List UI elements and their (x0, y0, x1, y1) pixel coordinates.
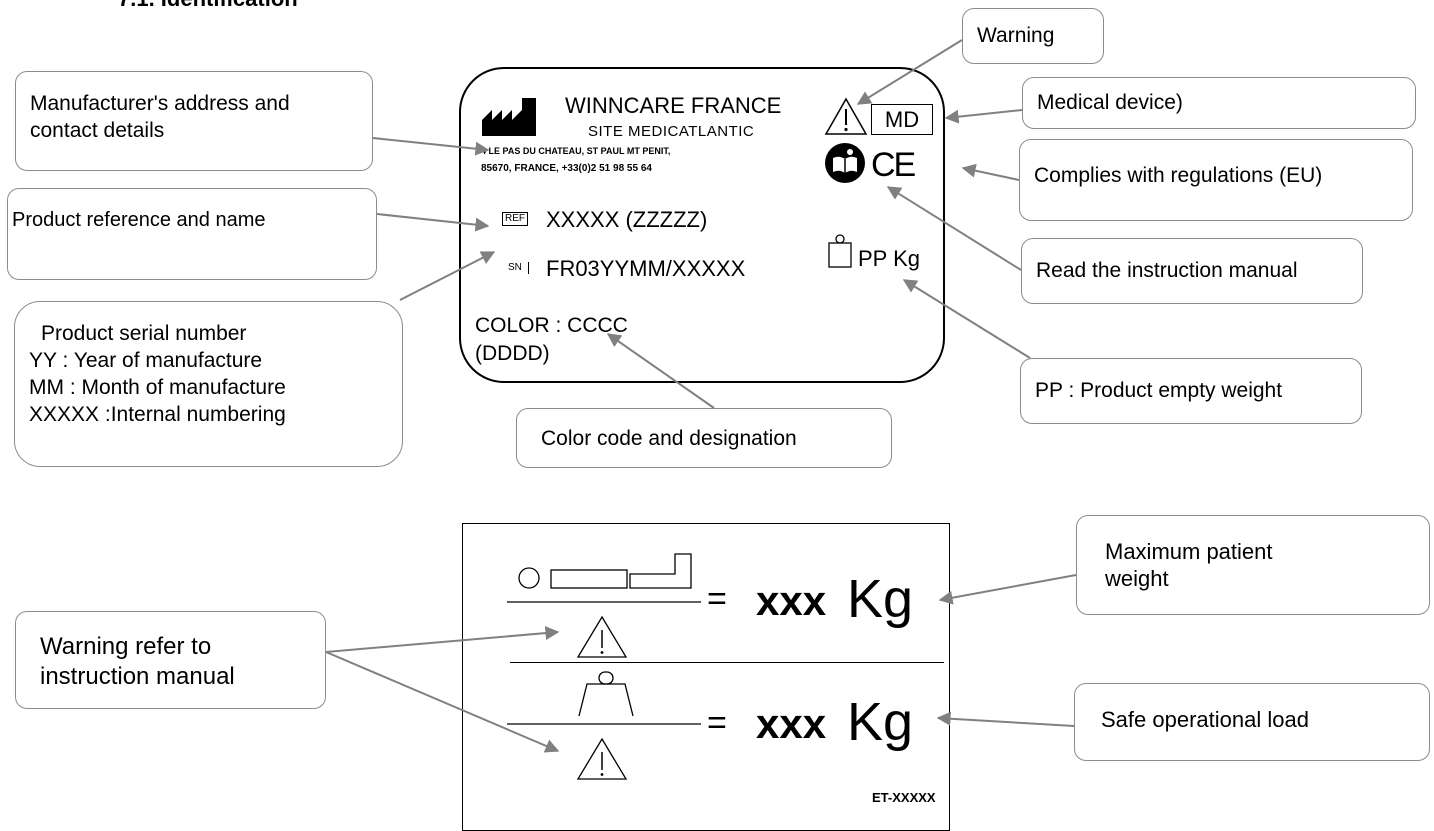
max-weight-unit: Kg (847, 569, 914, 629)
patient-weight-symbol (507, 553, 701, 603)
callout-read-manual: Read the instruction manual (1021, 238, 1363, 304)
ref-symbol: REF (502, 212, 528, 226)
warning-triangle-icon (576, 737, 628, 780)
arrow-empty-weight (902, 279, 1031, 359)
callout-warning-refer: Warning refer to instruction manual (15, 611, 326, 709)
color-code: COLOR : CCCC (475, 314, 628, 337)
callout-empty-weight: PP : Product empty weight (1020, 358, 1362, 424)
arrow-max-patient (938, 574, 1077, 605)
md-symbol: MD (871, 104, 933, 135)
arrow-product-reference (376, 213, 490, 232)
manufacturer-name: WINNCARE FRANCE (565, 93, 782, 118)
read-manual-icon (825, 143, 865, 183)
arrow-warning-refer-1 (325, 626, 560, 653)
max-weight-value: XXX (756, 577, 827, 624)
warning-triangle-icon (576, 615, 628, 658)
ce-mark: CE (871, 146, 916, 184)
callout-color-code: Color code and designation (516, 408, 892, 468)
callout-product-reference: Product reference and name (7, 188, 377, 280)
arrow-medical-device (944, 109, 1023, 124)
arrow-warning (856, 39, 963, 105)
product-reference: XXXXX (ZZZZZ) (546, 207, 708, 232)
callout-medical-device: Medical device) (1022, 77, 1416, 129)
manufacturer-address-line2: 85670, FRANCE, +33(0)2 51 98 55 64 (481, 163, 652, 174)
arrow-serial (399, 251, 496, 301)
arrow-complies (961, 163, 1020, 181)
callout-serial: Product serial number YY : Year of manuf… (14, 301, 403, 467)
label-code: ET-XXXXX (872, 790, 936, 805)
weight-icon (828, 234, 852, 268)
arrow-read-manual (886, 186, 1022, 271)
arrow-safe-load (936, 711, 1075, 727)
arrow-color-code (606, 333, 715, 409)
equals-sign: = (707, 580, 727, 618)
callout-complies: Complies with regulations (EU) (1019, 139, 1413, 221)
warning-triangle-icon (824, 97, 868, 135)
section-heading: 7.1. Identification (118, 0, 298, 12)
callout-safe-load: Safe operational load (1074, 683, 1430, 761)
factory-icon (482, 98, 536, 136)
sn-symbol: SN (502, 262, 529, 274)
product-weight: PP Kg (858, 246, 920, 271)
callout-manufacturer: Manufacturer's address and contact detai… (15, 71, 373, 171)
load-weight-symbol (507, 671, 701, 725)
color-designation: (DDDD) (475, 342, 550, 365)
serial-number: FR03YYMM/XXXXX (546, 256, 746, 281)
manufacturer-address-line1: 4 LE PAS DU CHATEAU, ST PAUL MT PENIT, (481, 146, 671, 156)
safe-load-unit: Kg (847, 692, 914, 752)
callout-warning: Warning (962, 8, 1104, 64)
equals-sign: = (707, 704, 727, 742)
label-divider (510, 662, 944, 663)
arrow-manufacturer (372, 137, 490, 156)
safe-load-value: XXX (756, 700, 827, 747)
manufacturer-site: SITE MEDICATLANTIC (588, 123, 755, 140)
arrow-warning-refer-2 (325, 651, 560, 753)
callout-max-patient: Maximum patient weight (1076, 515, 1430, 615)
product-label-top (459, 67, 945, 383)
